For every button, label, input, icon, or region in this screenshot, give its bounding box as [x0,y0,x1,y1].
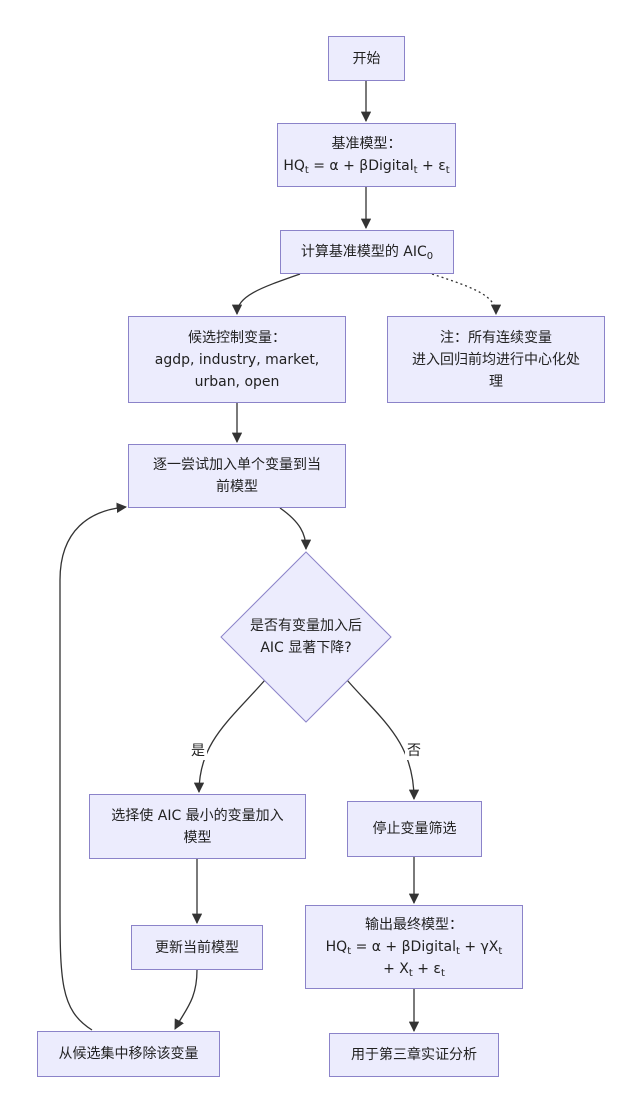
try-variable-node: 逐一尝试加入单个变量到当 前模型 [128,444,346,508]
compute-aic0-node: 计算基准模型的 AIC0 [280,230,454,274]
final-model-node: 输出最终模型： HQt = α + βDigitalt + γXt + Xt +… [305,905,523,989]
candidate-variables-node: 候选控制变量： agdp, industry, market, urban, o… [128,316,346,403]
note-line-1: 注：所有连续变量 [440,329,552,346]
final-formula-2: + Xt + εt [383,961,445,979]
edge-aic0-note [431,273,502,316]
stop-selection-node: 停止变量筛选 [347,801,482,857]
aic0-label: 计算基准模型的 AIC0 [300,244,434,262]
edge-label-yes: 是 [189,742,207,760]
remove-variable-node: 从候选集中移除该变量 [37,1031,220,1077]
note-node: 注：所有连续变量 进入回归前均进行中心化处 理 [387,316,605,403]
stop-label: 停止变量筛选 [372,821,457,837]
chapter3-label: 用于第三章实证分析 [351,1047,477,1063]
update-label: 更新当前模型 [155,939,239,956]
decision-line-1: 是否有变量加入后 [250,618,362,634]
final-formula-1: HQt = α + βDigitalt + γXt [325,939,503,957]
edge-try-decision [279,507,312,551]
candidates-list-1: agdp, industry, market, [154,351,320,368]
candidates-title: 候选控制变量： [188,329,286,346]
select-min-aic-node: 选择使 AIC 最小的变量加入 模型 [89,794,306,859]
edge-label-no: 否 [405,742,423,760]
select-line-1: 选择使 AIC 最小的变量加入 [111,807,284,824]
try-line-2: 前模型 [216,479,258,495]
edge-remove-try-loop [59,502,128,1031]
decision-diamond-shape [220,551,392,723]
decision-node: 是否有变量加入后 AIC 显著下降? [220,551,392,723]
update-model-node: 更新当前模型 [131,925,263,970]
candidates-list-2: urban, open [194,373,280,390]
edge-aic0-candidates [231,273,301,316]
final-title: 输出最终模型： [365,917,463,933]
start-label: 开始 [352,50,381,67]
baseline-formula: HQt = α + βDigitalt + εt [283,158,450,176]
baseline-model-node: 基准模型： HQt = α + βDigitalt + εt [277,123,456,187]
baseline-title: 基准模型： [331,136,402,152]
remove-label: 从候选集中移除该变量 [58,1046,199,1062]
select-line-2: 模型 [183,829,212,846]
edge-update-remove [174,969,198,1030]
note-line-3: 理 [489,373,503,390]
decision-line-2: AIC 显著下降? [260,640,352,656]
start-node: 开始 [328,36,405,81]
note-line-2: 进入回归前均进行中心化处 [412,351,580,368]
edge-decision-stop [346,679,420,801]
chapter3-node: 用于第三章实证分析 [329,1033,499,1077]
try-line-1: 逐一尝试加入单个变量到当 [153,457,321,473]
edge-decision-select [193,679,266,794]
